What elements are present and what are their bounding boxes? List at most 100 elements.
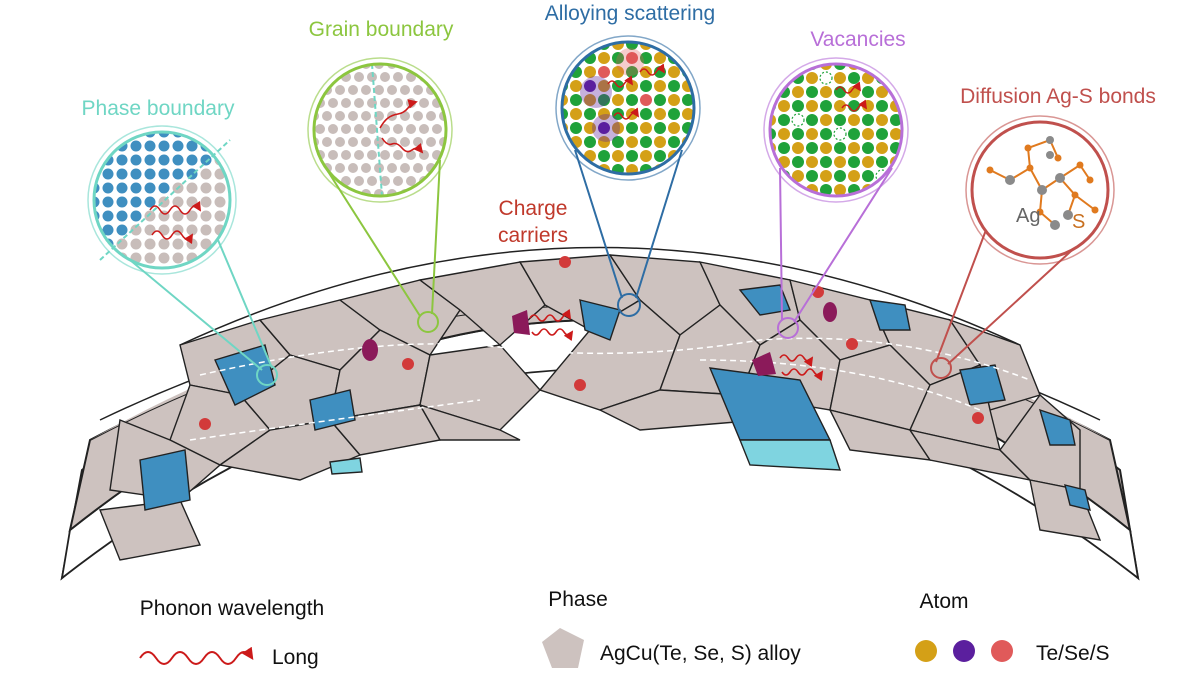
lattice-atom: [778, 100, 790, 112]
lattice-atom: [419, 98, 429, 108]
lattice-atom: [348, 137, 358, 147]
lattice-atom: [876, 114, 888, 126]
legend-phase-alloy: AgCu(Te, Se, S) alloy: [600, 642, 801, 665]
lattice-atom: [341, 124, 351, 134]
legend-phonon-long: Long: [272, 646, 319, 669]
lattice-atom: [598, 94, 610, 106]
lattice-atom: [778, 128, 790, 140]
lattice-atom: [380, 98, 390, 108]
lattice-atom: [640, 94, 652, 106]
lattice-atom: [322, 111, 332, 121]
grain-boundary-line: [371, 63, 383, 197]
lattice-atom: [848, 72, 860, 84]
lattice-atom: [361, 163, 371, 173]
carrier-dot: [972, 412, 984, 424]
lattice-atom: [848, 142, 860, 154]
lattice-atom: [792, 156, 804, 168]
lattice-atom: [562, 94, 568, 106]
lattice-atom: [186, 182, 198, 194]
lattice-atom: [116, 182, 128, 194]
lattice-atom: [130, 140, 142, 152]
lattice-atom: [102, 210, 114, 222]
lattice-atom: [876, 156, 888, 168]
lattice-atom: [94, 196, 100, 208]
phonon-wave: [379, 99, 418, 129]
lattice-atom: [820, 114, 832, 126]
lattice-atom: [792, 100, 804, 112]
lattice-atom: [862, 156, 874, 168]
purple-glow: [592, 114, 620, 142]
lattice-atom: [668, 94, 680, 106]
lattice-atom: [612, 94, 624, 106]
s-label: S: [1072, 211, 1085, 233]
lattice-atom: [862, 170, 874, 182]
legend-atom-types: Te/Se/S: [1036, 642, 1110, 665]
legend: Phonon wavelength Long Phase AgCu(Te, Se…: [139, 588, 1110, 669]
lattice-atom: [626, 80, 638, 92]
lattice-atom: [806, 128, 818, 140]
lattice-atom: [570, 80, 582, 92]
charge-carriers-label-line2: carriers: [498, 224, 568, 247]
lattice-atom: [654, 94, 666, 106]
lattice-atom: [380, 176, 390, 186]
lattice-atom: [584, 80, 596, 92]
lattice-atom: [848, 156, 860, 168]
lattice-atom: [668, 66, 680, 78]
lattice-atom: [876, 142, 888, 154]
magnifier-phase-boundary: [87, 125, 237, 275]
magnifier-ring-outer: [307, 57, 453, 203]
lattice-atom: [612, 66, 624, 78]
lattice-atom: [354, 72, 364, 82]
lattice-atom: [94, 140, 100, 152]
lattice-atom: [393, 176, 403, 186]
lattice-atom: [328, 150, 338, 160]
lattice-atom: [315, 124, 325, 134]
dashed-boundary: [189, 399, 481, 441]
lattice-atom: [335, 163, 345, 173]
lattice-atom: [598, 52, 610, 64]
lattice-atom: [214, 182, 226, 194]
lattice-atom: [400, 111, 410, 121]
ag-atom: [1046, 136, 1054, 144]
s-atom: [986, 166, 994, 174]
lattice-atom: [94, 252, 100, 264]
lattice-atom: [778, 72, 790, 84]
focus-ring-alloying: [617, 293, 641, 317]
lattice-atom: [314, 189, 319, 196]
lattice-atom: [834, 156, 846, 168]
lattice-atom: [102, 168, 114, 180]
lattice-atom: [400, 163, 410, 173]
charge-carrier: [199, 418, 211, 430]
lattice-atom: [862, 86, 874, 98]
lattice-atom: [361, 111, 371, 121]
lattice-atom: [426, 111, 436, 121]
phonon-wave: [151, 230, 194, 245]
phonon-wave: [607, 75, 633, 88]
lattice-atom: [834, 72, 846, 84]
lattice-atom: [640, 80, 652, 92]
bond: [1074, 194, 1096, 211]
phonon-wave: [381, 137, 424, 154]
lattice-atom: [862, 128, 874, 140]
lattice-atom: [130, 210, 142, 222]
charge-carriers-on-slab: [199, 256, 984, 430]
lattice-atom: [770, 64, 776, 70]
ag-atom: [1055, 173, 1065, 183]
charge-carrier: [972, 412, 984, 424]
lattice-atom: [584, 94, 596, 106]
lattice-atom: [562, 164, 568, 174]
lattice-atom: [426, 189, 436, 196]
ag-atom: [1063, 210, 1073, 220]
lattice-atom: [367, 150, 377, 160]
lattice-atom: [393, 72, 403, 82]
s-atom: [1076, 161, 1084, 169]
legend-phase-swatch: [542, 628, 584, 668]
lattice-atom: [834, 100, 846, 112]
grain: [338, 279, 461, 356]
grain-network: [99, 254, 1102, 561]
s-atom: [1054, 154, 1062, 162]
lattice-atom: [654, 80, 666, 92]
lattice-atom: [848, 128, 860, 140]
ag-atoms: [1005, 136, 1073, 230]
lattice-atom: [848, 100, 860, 112]
